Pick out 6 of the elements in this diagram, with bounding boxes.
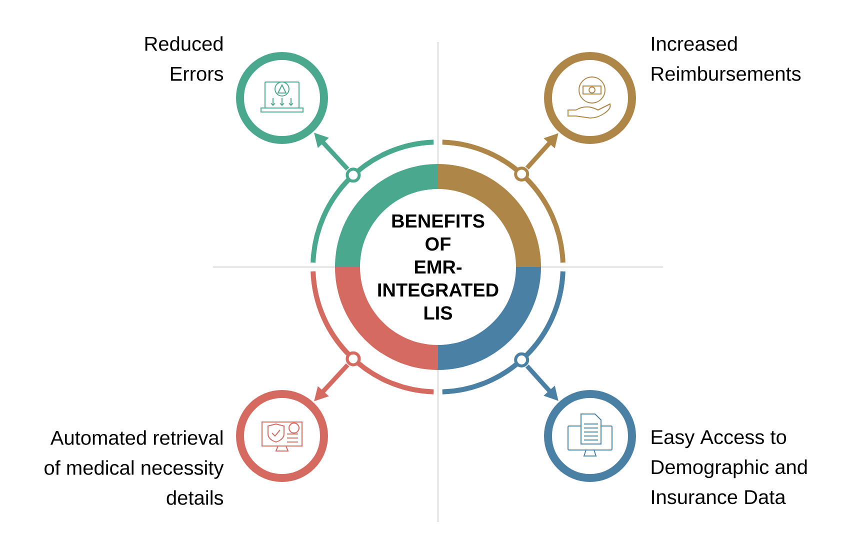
ring-drawing [310, 140, 566, 394]
benefit-label: Reduced Errors [145, 36, 224, 81]
benefit-label: Automated retrieval of medical necessity details [44, 430, 224, 505]
benefit-label: Increased Reimbursements [652, 36, 801, 81]
title-text: BENEFITS OF EMR-INTEGRATED LIS [378, 214, 498, 320]
benefit-label: Easy Access to Demographic and Insurance Data [652, 430, 807, 504]
